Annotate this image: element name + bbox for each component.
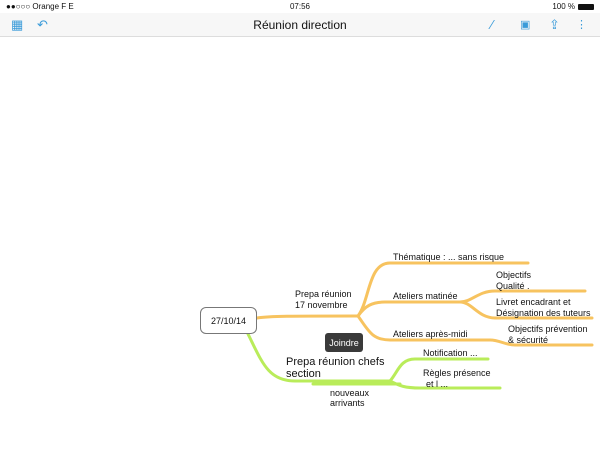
connector-branch2: [246, 332, 392, 383]
node-label: Livret encadrant et: [496, 297, 571, 307]
brush-icon[interactable]: ⁄: [491, 17, 494, 32]
node-label: Qualité .: [496, 281, 530, 291]
connector-regles: [388, 379, 502, 390]
battery-icon: [578, 3, 594, 10]
node-label: Objectifs: [496, 270, 532, 280]
node-objectifs-prevention[interactable]: Objectifs prévention& sécurité: [508, 324, 588, 346]
node-ateliers-apresmidi[interactable]: Ateliers après-midi: [393, 329, 468, 339]
grid-icon[interactable]: ▦: [11, 17, 24, 32]
share-icon[interactable]: ⇪: [549, 17, 560, 32]
node-label: Prepa réunion chefs: [286, 356, 385, 368]
node-label: 17 novembre: [295, 300, 348, 310]
node-label: arrivants: [330, 398, 365, 408]
image-icon[interactable]: ▣: [520, 19, 531, 31]
toolbar: ▦ ↶ Réunion direction ⁄ ▣ ⇪ ⋮: [0, 13, 600, 37]
node-label: Objectifs prévention: [508, 324, 588, 334]
node-label: Prepa réunion: [295, 289, 352, 299]
carrier: ●●○○○ Orange F E: [6, 2, 74, 11]
undo-icon[interactable]: ↶: [37, 17, 48, 32]
connector-livret: [458, 300, 594, 320]
connector-matinee: [356, 300, 462, 318]
battery: 100 %: [552, 2, 594, 11]
node-thematique[interactable]: Thématique : ... sans risque: [393, 252, 505, 262]
node-ateliers-matinee[interactable]: Ateliers matinée: [393, 291, 458, 301]
root-node[interactable]: 27/10/14: [200, 307, 257, 334]
connector-apresmidi: [356, 314, 492, 342]
join-button[interactable]: Joindre: [325, 333, 363, 352]
clock: 07:56: [289, 2, 311, 11]
node-label: & sécurité: [508, 335, 549, 345]
connector-prevention: [488, 338, 594, 347]
root-label: 27/10/14: [210, 315, 247, 326]
connector-notification: [388, 357, 490, 383]
status-bar: ●●○○○ Orange F E 07:56 100 %: [0, 0, 600, 13]
node-label: section: [286, 368, 321, 380]
node-label: nouveaux: [330, 388, 370, 398]
node-label: Règles présence: [423, 368, 491, 378]
node-notification[interactable]: Notification ...: [423, 348, 478, 358]
node-label: et l ...: [426, 379, 449, 389]
page-title: Réunion direction: [253, 18, 347, 32]
tree-icon[interactable]: ⋮: [576, 19, 587, 31]
connector-branch1: [255, 314, 360, 320]
node-label: Désignation des tuteurs: [496, 308, 591, 318]
